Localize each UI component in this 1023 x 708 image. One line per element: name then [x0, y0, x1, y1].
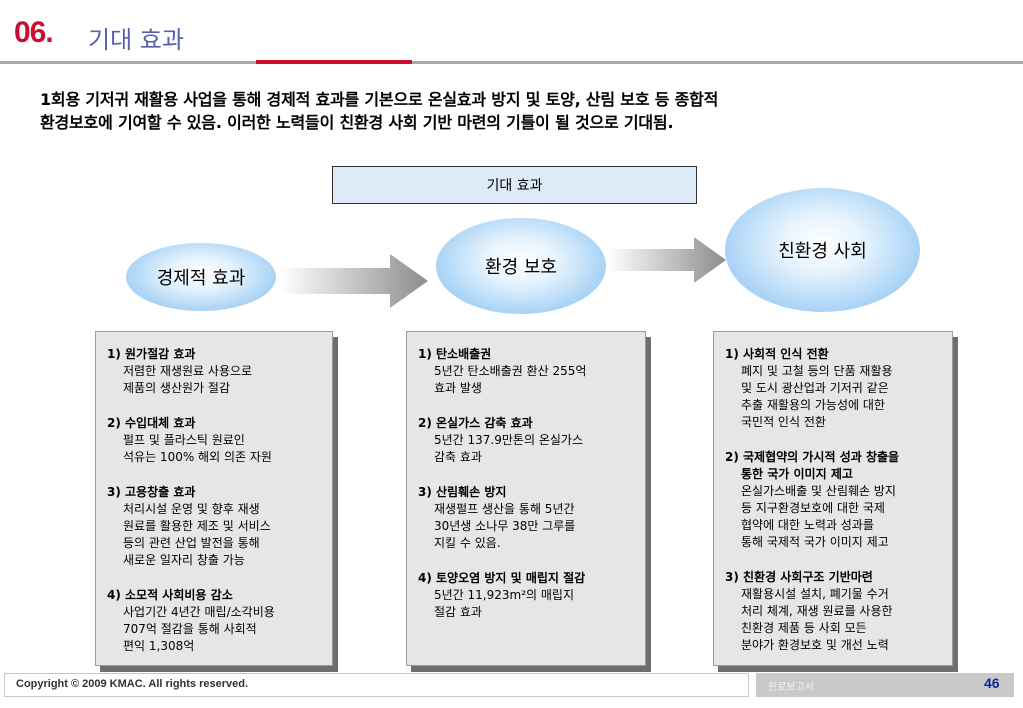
item-line: 국민적 인식 전환 — [741, 415, 826, 429]
stage-label: 경제적 효과 — [156, 268, 246, 289]
list-item: 2) 수입대체 효과 펄프 및 플라스틱 원료인 석유는 100% 해외 의존 … — [107, 415, 322, 466]
item-title: 4) 토양오염 방지 및 매립지 절감 — [418, 571, 586, 585]
item-line: 5년간 탄소배출권 환산 255억 — [434, 364, 587, 378]
stage-environment: 환경 보호 — [436, 218, 606, 314]
item-line: 재생펄프 생산을 통해 5년간 — [434, 502, 575, 516]
item-line: 707억 절감을 통해 사회적 — [123, 622, 257, 636]
item-line: 효과 발생 — [434, 381, 482, 395]
item-line: 분야가 환경보호 및 개선 노력 — [741, 638, 889, 652]
item-title-cont: 통한 국가 이미지 제고 — [741, 467, 853, 481]
item-line: 편익 1,308억 — [123, 639, 195, 653]
intro-line-1: 1회용 기저귀 재활용 사업을 통해 경제적 효과를 기본으로 온실효과 방지 … — [40, 90, 719, 109]
item-line: 사업기간 4년간 매립/소각비용 — [123, 605, 275, 619]
list-item: 3) 고용창출 효과 처리시설 운영 및 향후 재생 원료를 활용한 제조 및 … — [107, 484, 322, 569]
page-title: 기대 효과 — [88, 26, 184, 54]
item-line: 절감 효과 — [434, 605, 482, 619]
footer-bar — [4, 673, 749, 697]
item-line: 감축 효과 — [434, 450, 482, 464]
item-line: 제품의 생산원가 절감 — [123, 381, 230, 395]
item-line: 추출 재활용의 가능성에 대한 — [741, 398, 885, 412]
item-line: 등의 관련 산업 발전을 통해 — [123, 536, 260, 550]
item-line: 지킬 수 있음. — [434, 536, 501, 550]
page-number: 46 — [984, 675, 1000, 691]
item-title: 4) 소모적 사회비용 감소 — [107, 588, 233, 602]
list-item: 2) 국제협약의 가시적 성과 창출을 통한 국가 이미지 제고 온실가스배출 … — [725, 449, 942, 551]
list-item: 4) 토양오염 방지 및 매립지 절감 5년간 11,923m²의 매립지 절감… — [418, 570, 635, 621]
list-item: 1) 탄소배출권 5년간 탄소배출권 환산 255억 효과 발생 — [418, 346, 635, 397]
item-line: 저렴한 재생원료 사용으로 — [123, 364, 253, 378]
item-title: 3) 친환경 사회구조 기반마련 — [725, 570, 873, 584]
item-title: 2) 온실가스 감축 효과 — [418, 416, 533, 430]
item-title: 2) 수입대체 효과 — [107, 416, 196, 430]
arrow-right-icon — [280, 254, 428, 308]
list-item: 2) 온실가스 감축 효과 5년간 137.9만톤의 온실가스 감축 효과 — [418, 415, 635, 466]
item-title: 3) 산림훼손 방지 — [418, 485, 507, 499]
intro-line-2: 환경보호에 기여할 수 있음. 이러한 노력들이 친환경 사회 기반 마련의 기… — [40, 113, 674, 132]
stage-label: 친환경 사회 — [778, 241, 867, 262]
item-line: 폐지 및 고철 등의 단품 재활용 — [741, 364, 893, 378]
item-title: 1) 원가절감 효과 — [107, 347, 196, 361]
environment-effects-panel: 1) 탄소배출권 5년간 탄소배출권 환산 255억 효과 발생 2) 온실가스… — [406, 331, 646, 666]
item-line: 처리시설 운영 및 향후 재생 — [123, 502, 260, 516]
item-title: 2) 국제협약의 가시적 성과 창출을 — [725, 450, 900, 464]
item-line: 온실가스배출 및 산림훼손 방지 — [741, 484, 896, 498]
item-line: 석유는 100% 해외 의존 자원 — [123, 450, 272, 464]
item-title: 3) 고용창출 효과 — [107, 485, 196, 499]
item-line: 30년생 소나무 38만 그루를 — [434, 519, 576, 533]
item-line: 새로운 일자리 창출 가능 — [123, 553, 245, 567]
item-line: 협약에 대한 노력과 성과를 — [741, 518, 874, 532]
list-item: 4) 소모적 사회비용 감소 사업기간 4년간 매립/소각비용 707억 절감을… — [107, 587, 322, 655]
item-line: 등 지구환경보호에 대한 국제 — [741, 501, 885, 515]
item-line: 5년간 11,923m²의 매립지 — [434, 588, 574, 602]
stage-economic: 경제적 효과 — [126, 243, 276, 311]
arrow-right-icon — [608, 237, 726, 283]
stage-eco-society: 친환경 사회 — [725, 188, 920, 312]
footer-page-box — [756, 673, 1014, 697]
document-label: 완료보고서 — [768, 682, 814, 693]
stage-label: 환경 보호 — [485, 257, 557, 278]
item-title: 1) 사회적 인식 전환 — [725, 347, 829, 361]
header-accent-bar — [256, 60, 412, 64]
item-line: 5년간 137.9만톤의 온실가스 — [434, 433, 583, 447]
section-title-box: 기대 효과 — [332, 166, 697, 204]
item-line: 원료를 활용한 제조 및 서비스 — [123, 519, 271, 533]
list-item: 1) 원가절감 효과 저렴한 재생원료 사용으로 제품의 생산원가 절감 — [107, 346, 322, 397]
item-line: 통해 국제적 국가 이미지 제고 — [741, 535, 889, 549]
item-line: 재활용시설 설치, 폐기물 수거 — [741, 587, 889, 601]
copyright-text: Copyright © 2009 KMAC. All rights reserv… — [16, 678, 249, 690]
eco-society-panel: 1) 사회적 인식 전환 폐지 및 고철 등의 단품 재활용 및 도시 광산업과… — [713, 331, 953, 666]
section-number: 06. — [14, 16, 54, 49]
list-item: 1) 사회적 인식 전환 폐지 및 고철 등의 단품 재활용 및 도시 광산업과… — [725, 346, 942, 431]
economic-effects-panel: 1) 원가절감 효과 저렴한 재생원료 사용으로 제품의 생산원가 절감 2) … — [95, 331, 333, 666]
header-divider — [0, 61, 1023, 64]
item-line: 및 도시 광산업과 기저귀 같은 — [741, 381, 889, 395]
item-line: 처리 체계, 재생 원료를 사용한 — [741, 604, 893, 618]
item-title: 1) 탄소배출권 — [418, 347, 492, 361]
item-line: 펄프 및 플라스틱 원료인 — [123, 433, 245, 447]
item-line: 친환경 제품 등 사회 모든 — [741, 621, 867, 635]
list-item: 3) 친환경 사회구조 기반마련 재활용시설 설치, 폐기물 수거 처리 체계,… — [725, 569, 942, 654]
list-item: 3) 산림훼손 방지 재생펄프 생산을 통해 5년간 30년생 소나무 38만 … — [418, 484, 635, 552]
intro-paragraph: 1회용 기저귀 재활용 사업을 통해 경제적 효과를 기본으로 온실효과 방지 … — [40, 88, 1000, 134]
